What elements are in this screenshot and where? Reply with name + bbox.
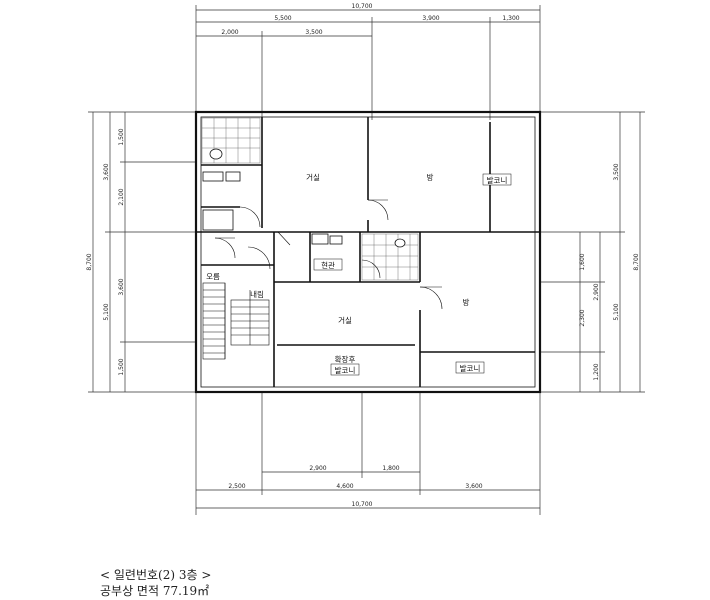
door-swings [214,199,443,310]
room-labels: 거실 방 발코니 현관 거실 방 확장후 발코니 발코니 오름 내림 [206,172,512,376]
dim-left-inner-2: 2,100 [118,188,125,205]
floor-plan: 10,700 5,500 3,900 1,300 2,000 3,500 8,7… [86,3,645,515]
room-balcony-2-note: 확장후 [335,354,356,364]
room-balcony-3: 발코니 [460,364,481,373]
dimension-labels: 10,700 5,500 3,900 1,300 2,000 3,500 8,7… [86,3,640,508]
plan-caption-title: < 일련번호(2) 3층 > [100,568,212,582]
dim-left-inner-1: 1,500 [118,128,125,145]
dim-left-mid-2: 5,100 [103,303,110,320]
staircase [202,282,270,360]
dim-left-mid-1: 3,600 [103,163,110,180]
dim-right-inner-4: 1,200 [593,363,600,380]
room-living-1: 거실 [306,172,320,182]
dim-bottom-total: 10,700 [352,501,373,508]
dimension-lines [88,5,645,515]
room-living-2: 거실 [338,315,352,325]
dim-left-inner-4: 1,500 [118,358,125,375]
dim-bottom-1: 2,900 [309,465,326,472]
dim-top-2: 3,900 [422,15,439,22]
dim-right-inner-1: 1,600 [579,253,586,270]
plan-caption-area: 공부상 면적 77.19㎡ [100,584,210,598]
room-bedroom-2: 방 [463,297,470,307]
room-balcony-2: 발코니 [335,366,356,375]
bathroom-tiles [201,117,419,281]
dim-bottom-4: 4,600 [336,483,353,490]
dim-top-1: 5,500 [274,15,291,22]
dim-right-inner-2: 2,300 [579,309,586,326]
dim-top-5: 3,500 [305,29,322,36]
dim-bottom-3: 2,500 [228,483,245,490]
stair-up-label: 오름 [206,272,220,281]
dim-left-outer: 8,700 [86,253,93,270]
room-entrance: 현관 [321,260,335,270]
dim-top-4: 2,000 [221,29,238,36]
stair-down-label: 내림 [250,290,264,299]
dim-bottom-2: 1,800 [382,465,399,472]
fixtures [202,148,406,248]
dim-top-3: 1,300 [502,15,519,22]
dim-top-total: 10,700 [352,3,373,10]
room-bedroom-1: 방 [427,172,434,182]
interior-walls [196,117,540,387]
dim-left-inner-3: 3,600 [118,278,125,295]
dim-right-mid-1: 3,500 [613,163,620,180]
dim-bottom-5: 3,600 [465,483,482,490]
dim-right-outer: 8,700 [633,253,640,270]
dim-right-mid-2: 5,100 [613,303,620,320]
dim-right-inner-3: 2,900 [593,283,600,300]
room-balcony-1: 발코니 [487,176,508,185]
